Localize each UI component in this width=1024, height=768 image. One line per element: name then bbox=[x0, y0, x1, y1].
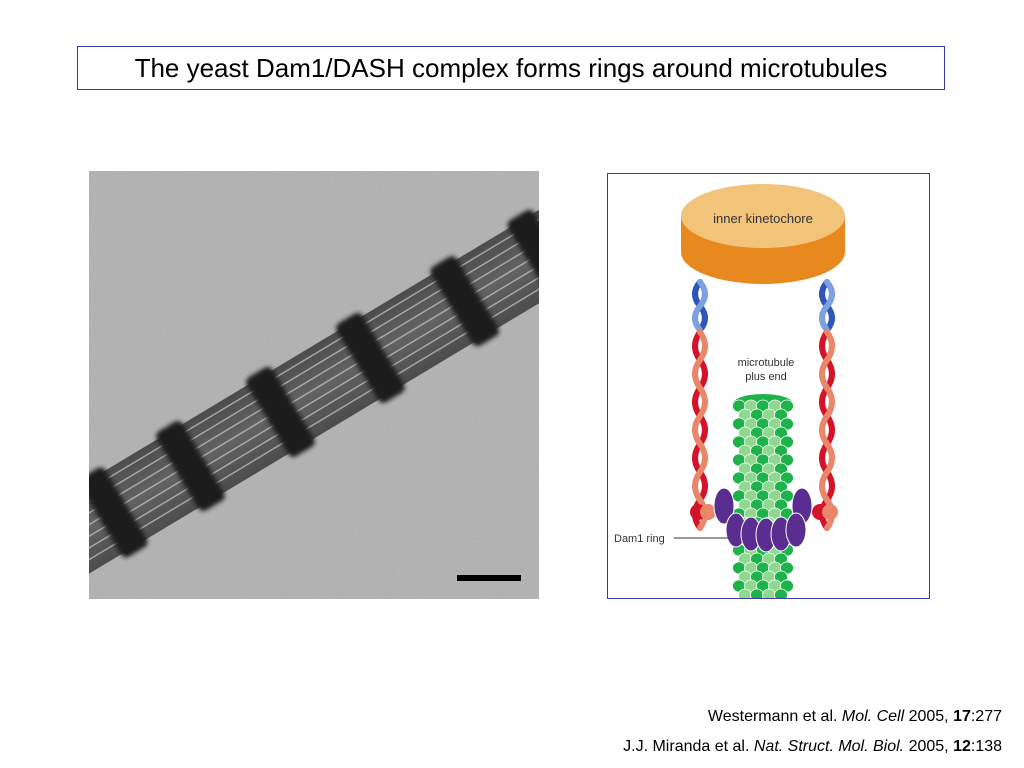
reference-2: J.J. Miranda et al. Nat. Struct. Mol. Bi… bbox=[623, 738, 1002, 755]
disc-label: inner kinetochore bbox=[713, 211, 813, 226]
dam1-ring-diagram: inner kinetochore microtubule plus end D… bbox=[607, 173, 930, 599]
inner-kinetochore-disc: inner kinetochore bbox=[681, 184, 845, 284]
tubulin-subunit bbox=[774, 588, 788, 598]
micrograph-image bbox=[89, 171, 539, 599]
slide-title: The yeast Dam1/DASH complex forms rings … bbox=[77, 46, 945, 90]
tubulin-subunit bbox=[750, 588, 764, 598]
ring-label: Dam1 ring bbox=[614, 533, 665, 545]
reference-1: Westermann et al. Mol. Cell 2005, 17:277 bbox=[707, 708, 1002, 725]
diagram-svg: inner kinetochore microtubule plus end D… bbox=[614, 184, 845, 598]
mt-label-line1: microtubule bbox=[738, 357, 795, 369]
microtubule bbox=[732, 394, 794, 598]
references: Westermann et al. Mol. Cell 2005, 17:277… bbox=[623, 702, 1002, 762]
dam1-ring bbox=[713, 487, 813, 553]
tubulin-subunit bbox=[762, 588, 776, 598]
electron-micrograph bbox=[89, 171, 539, 599]
scale-bar bbox=[457, 575, 521, 581]
mt-label-line2: plus end bbox=[745, 371, 787, 383]
tubulin-subunit bbox=[738, 588, 752, 598]
